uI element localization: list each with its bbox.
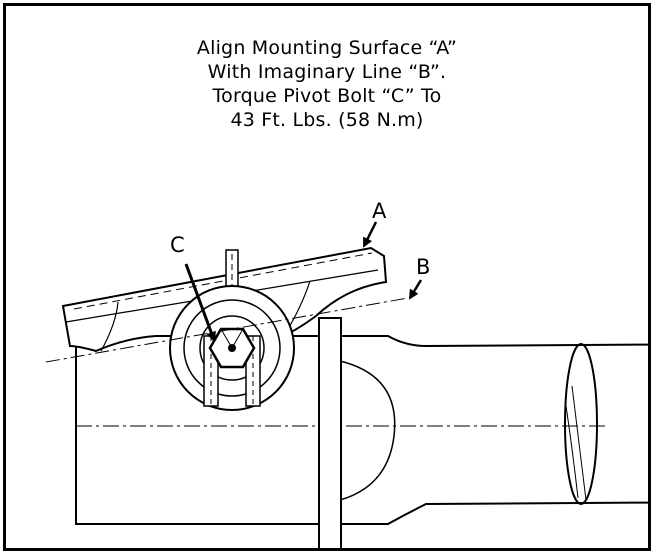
cut-end-hatch — [565, 405, 579, 499]
axle-tube-left-section — [75, 336, 320, 525]
axle-flange — [318, 317, 342, 548]
caption-line-2: With Imaginary Line “B”. — [207, 61, 447, 83]
axle-weld-curve — [339, 360, 396, 501]
caption-line-1: Align Mounting Surface “A” — [196, 37, 458, 59]
axle-tube-lower-edge — [340, 501, 648, 525]
caption-line-4: 43 Ft. Lbs. (58 N.m) — [230, 109, 424, 131]
axle-tube — [75, 335, 648, 525]
label-a: A — [372, 199, 387, 223]
figure-caption: Align Mounting Surface “A” With Imaginar… — [6, 36, 648, 132]
leader-arrow-c — [184, 263, 216, 342]
leader-arrow-a — [362, 221, 378, 248]
leader-arrow-b — [408, 279, 423, 300]
axle-tube-upper-edge — [340, 335, 648, 348]
pivot-bolt-c-hex — [208, 327, 256, 369]
cut-end-hatch — [571, 385, 587, 501]
axle-cut-end — [564, 343, 598, 505]
bracket-fillet-left — [100, 301, 119, 352]
mechanical-drawing: C A B — [45, 199, 648, 548]
figure-frame: Align Mounting Surface “A” With Imaginar… — [3, 3, 651, 551]
bracket-hidden-line — [73, 252, 373, 310]
caption-line-3: Torque Pivot Bolt “C” To — [212, 85, 442, 107]
imaginary-line-b — [45, 297, 409, 363]
label-b: B — [416, 255, 430, 279]
label-c: C — [170, 233, 185, 257]
